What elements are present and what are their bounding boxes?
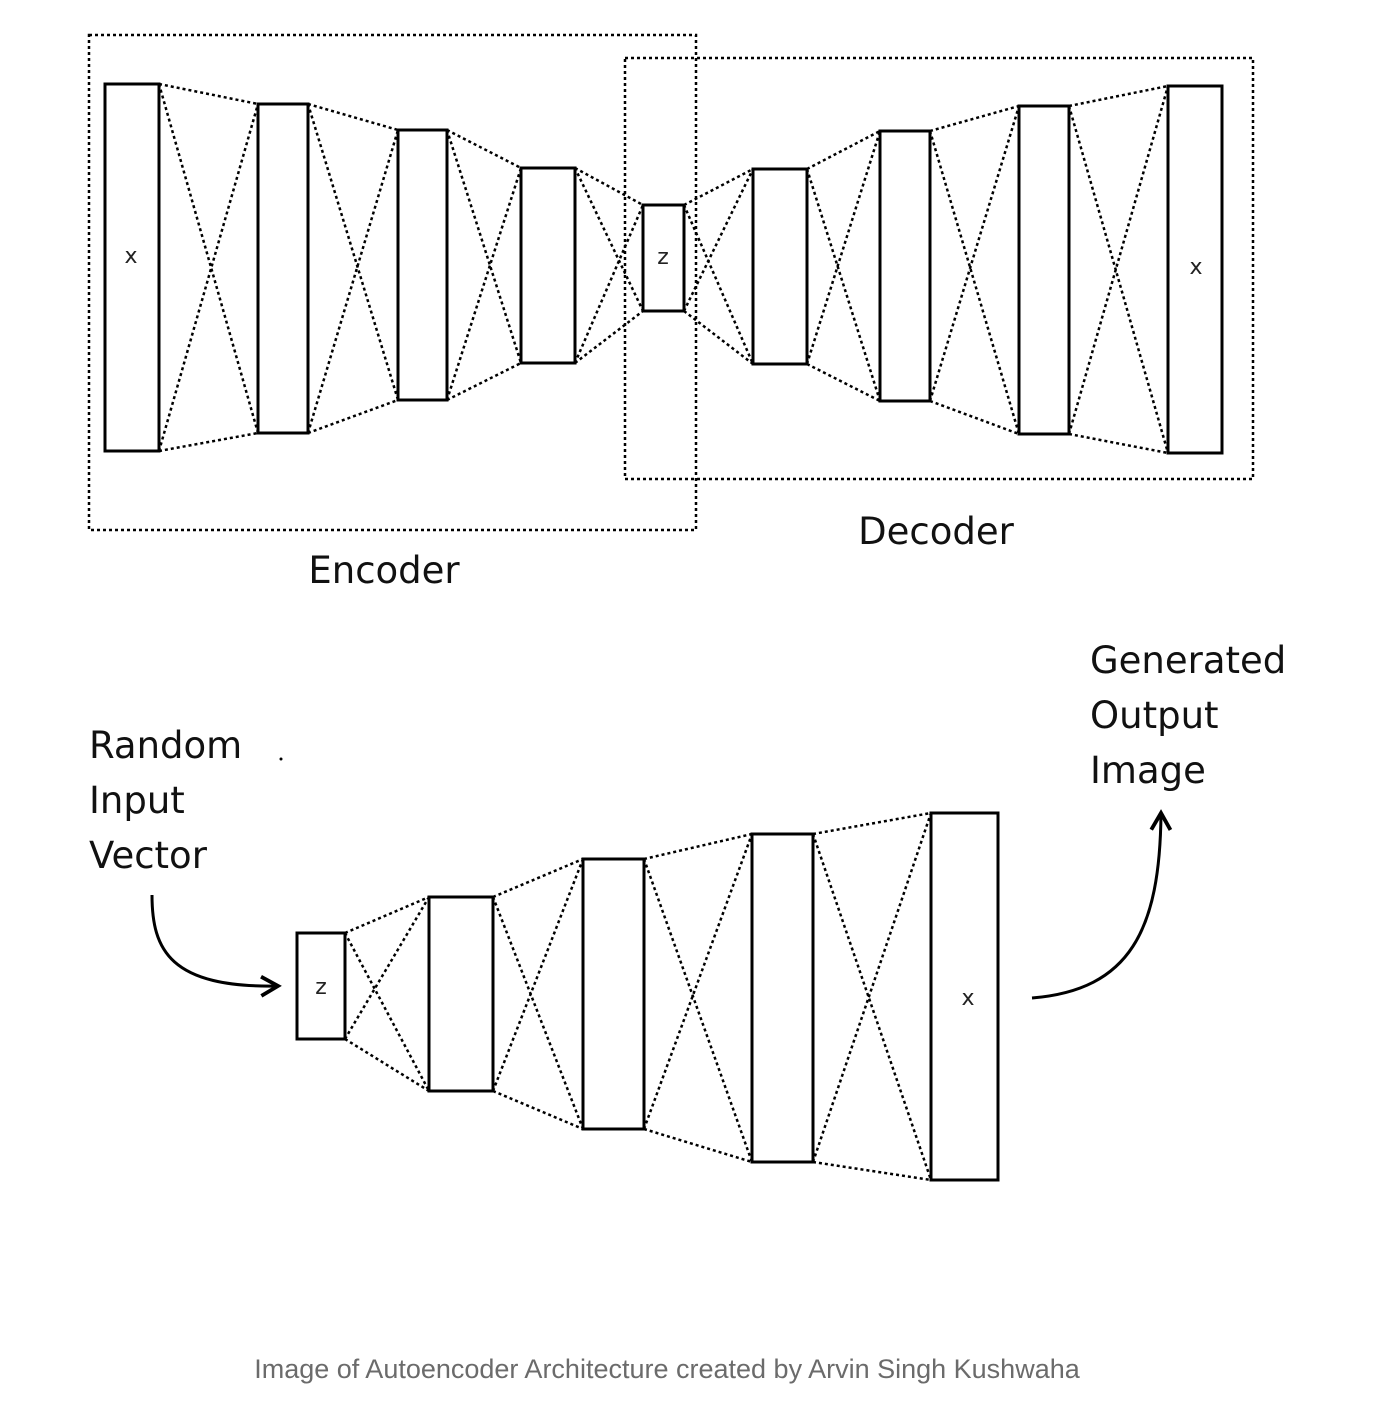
- autoencoder-connection-line: [158, 431, 259, 453]
- output-x-label: x: [1189, 255, 1202, 280]
- random-input-label-line2: Input: [89, 779, 185, 822]
- generator-connection-line: [642, 858, 754, 1163]
- autoencoder-connection-line: [928, 130, 1021, 435]
- generated-output-label-line2: Output: [1090, 694, 1219, 737]
- autoencoder-connection-line: [445, 167, 523, 401]
- random-input-label-line1: Random: [89, 724, 242, 767]
- latent-z-label: z: [657, 245, 669, 270]
- autoencoder-connection-line: [307, 398, 399, 435]
- generator-connection-line: [492, 857, 584, 899]
- autoencoder-layer-9: [1166, 84, 1224, 455]
- encoder-frame: [87, 33, 698, 532]
- generator-connection-line: [344, 1037, 430, 1093]
- stray-dot: [279, 757, 283, 761]
- autoencoder-connection-line: [805, 130, 882, 365]
- generator-layer-2: [427, 895, 495, 1093]
- autoencoder-connection-line: [1067, 85, 1170, 435]
- generator-connection-line: [812, 811, 932, 836]
- autoencoder-layer-4: [519, 166, 577, 365]
- autoencoder-connection-line: [445, 129, 523, 364]
- autoencoder-layer-3: [396, 128, 449, 402]
- generator-layer-4: [750, 832, 815, 1164]
- autoencoder-connection-line: [306, 129, 400, 434]
- autoencoder-connection-line: [683, 310, 754, 365]
- autoencoder-connection-line: [682, 168, 755, 312]
- autoencoder-layer-2: [256, 102, 310, 435]
- random-input-label-line3: Vector: [89, 834, 208, 877]
- generator-connection-line: [492, 1089, 584, 1131]
- generator-x-label: x: [961, 986, 974, 1011]
- autoencoder-connection-line: [573, 204, 645, 364]
- input-arrow: [150, 894, 282, 998]
- autoencoder-connection-line: [158, 82, 259, 106]
- input-x-label: x: [124, 244, 137, 269]
- generator-layer-1: [295, 931, 347, 1041]
- autoencoder-layer-1: [103, 82, 161, 453]
- autoencoder-connection-line: [574, 310, 644, 364]
- autoencoder-connection-line: [1067, 105, 1170, 454]
- generator-connection-line: [642, 833, 754, 1130]
- autoencoder-connection-line: [682, 204, 755, 365]
- generated-output-label-line1: Generated: [1090, 639, 1286, 682]
- autoencoder-connection-line: [446, 361, 522, 402]
- generator-connection-line: [643, 832, 753, 861]
- autoencoder-connection-line: [446, 128, 522, 170]
- autoencoder-connection-line: [928, 105, 1021, 402]
- autoencoder-layer-6: [751, 167, 809, 366]
- generated-output-label-line3: Image: [1090, 749, 1206, 792]
- autoencoder-layer-8: [1017, 104, 1071, 436]
- decoder-frame: [623, 56, 1255, 481]
- generator-connection-line: [643, 1127, 753, 1164]
- autoencoder-connection-line: [157, 103, 260, 452]
- autoencoder-connection-line: [806, 362, 881, 403]
- encoder-decoder-layers: [103, 82, 1224, 455]
- autoencoder-connection-line: [1068, 432, 1169, 455]
- generator-connection-line: [343, 896, 431, 1040]
- autoencoder-connection-line: [929, 399, 1020, 436]
- generator-layer-3: [581, 857, 646, 1131]
- autoencoder-connection-line: [157, 83, 260, 434]
- generator-connection-line: [812, 1160, 932, 1182]
- generator-layers: [295, 811, 1000, 1182]
- generator-connections: [343, 811, 933, 1182]
- autoencoder-connection-line: [805, 168, 882, 402]
- autoencoder-connection-line: [573, 167, 645, 312]
- decoder-label: Decoder: [858, 510, 1014, 553]
- encoder-label: Encoder: [308, 549, 460, 592]
- autoencoder-connection-line: [929, 104, 1020, 133]
- autoencoder-connection-line: [307, 102, 399, 132]
- autoencoder-connection-line: [1068, 84, 1169, 108]
- autoencoder-layer-7: [878, 129, 932, 403]
- autoencoder-connection-line: [683, 167, 754, 207]
- generator-connection-line: [344, 895, 430, 935]
- generator-connection-line: [343, 932, 431, 1092]
- generator-connection-line: [491, 858, 585, 1092]
- autoencoder-connection-line: [806, 129, 881, 171]
- generator-connection-line: [491, 896, 585, 1130]
- encoder-decoder-connections: [157, 82, 1170, 455]
- generator-connection-line: [811, 812, 933, 1163]
- autoencoder-connection-line: [574, 166, 644, 207]
- autoencoder-connection-line: [306, 103, 400, 401]
- figure-caption: Image of Autoencoder Architecture create…: [254, 1354, 1080, 1384]
- generator-layer-5: [929, 811, 1000, 1182]
- output-arrow: [1031, 809, 1173, 1000]
- generator-connection-line: [811, 833, 933, 1181]
- generator-z-label: z: [315, 975, 327, 1000]
- autoencoder-layer-5: [641, 203, 686, 313]
